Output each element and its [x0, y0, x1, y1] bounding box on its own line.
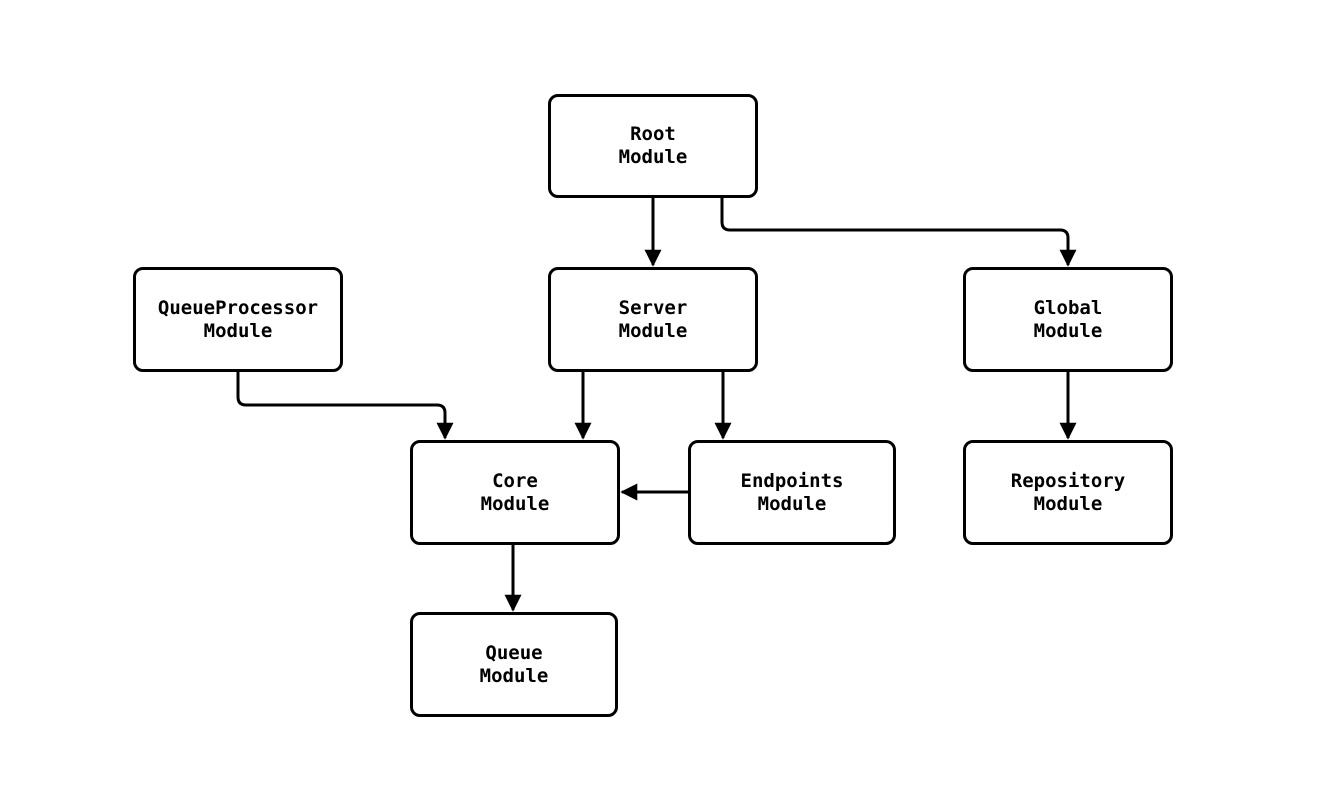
node-repository-module: Repository Module — [963, 440, 1173, 545]
node-core-module: Core Module — [410, 440, 620, 545]
node-root-module: Root Module — [548, 94, 758, 198]
edge-queueprocessor-to-core — [236, 372, 454, 440]
node-global-module: Global Module — [963, 267, 1173, 372]
node-server-module: Server Module — [548, 267, 758, 372]
node-queueprocessor-module: QueueProcessor Module — [133, 267, 343, 372]
node-queue-module: Queue Module — [410, 612, 618, 717]
edge-root-to-global — [720, 198, 1077, 267]
node-endpoints-module: Endpoints Module — [688, 440, 896, 545]
